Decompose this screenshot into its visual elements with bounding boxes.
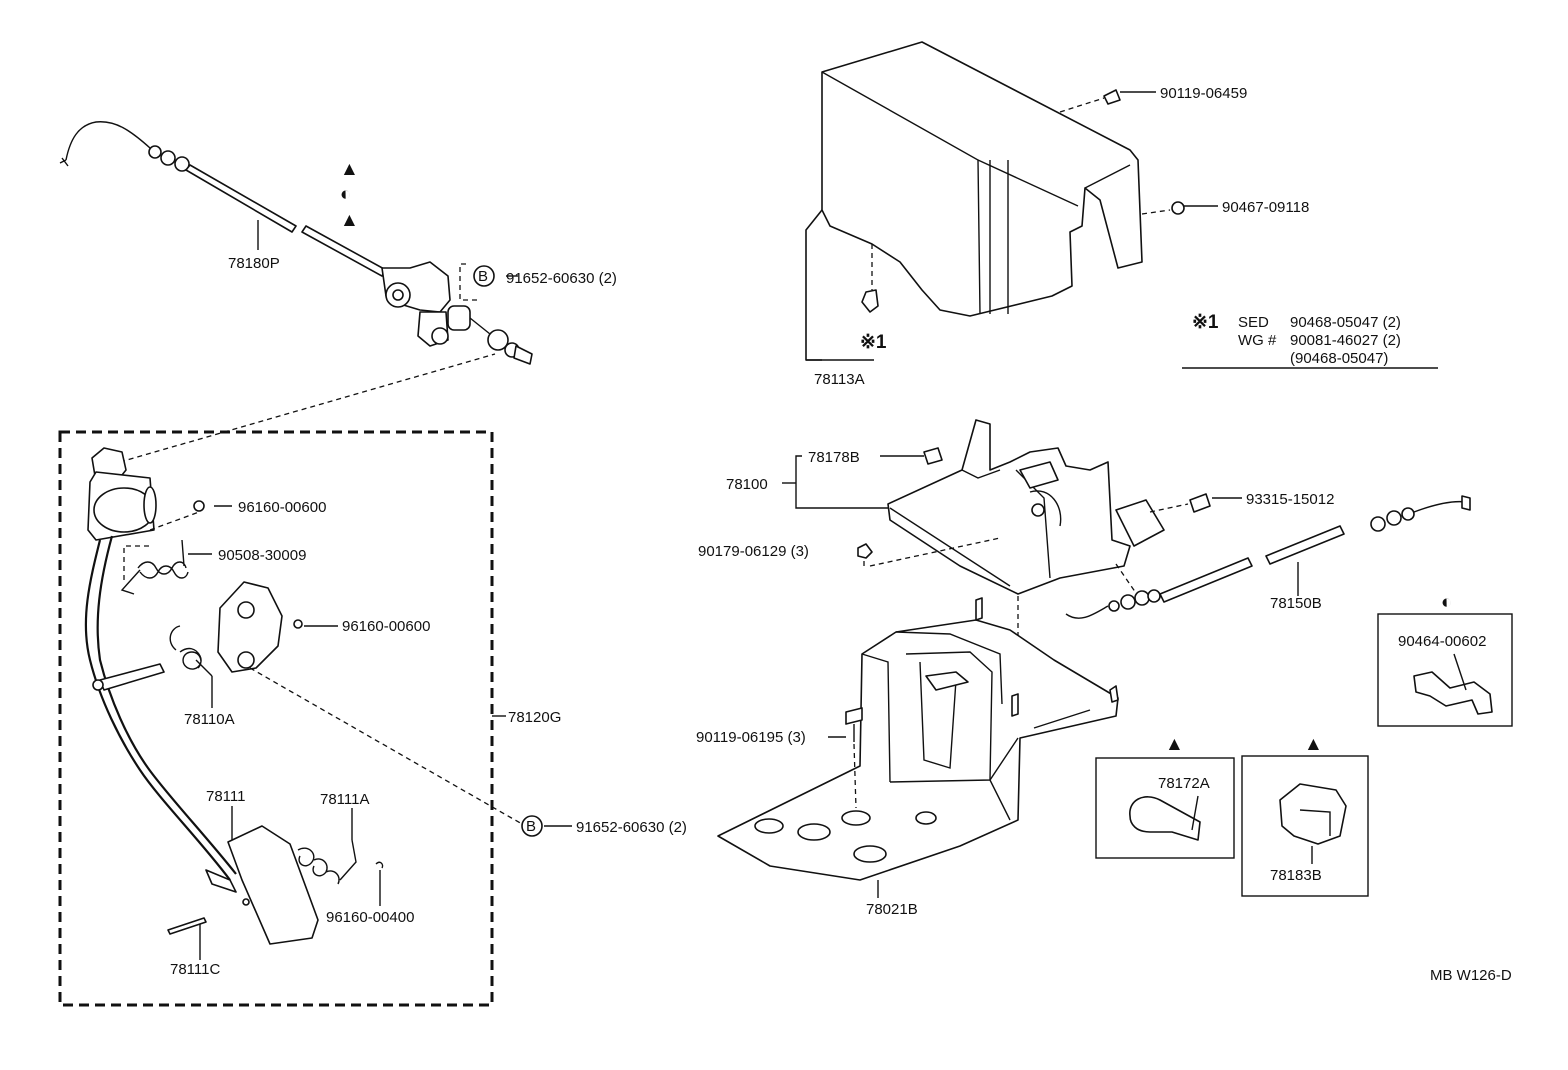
- bolt-callout-bottom: B: [521, 815, 543, 837]
- label-90119-06459: 90119-06459: [1160, 85, 1247, 102]
- label-78180P: 78180P: [228, 255, 280, 272]
- label-90119-06195: 90119-06195 (3): [696, 729, 806, 746]
- note-line2-model: WG #: [1238, 332, 1277, 349]
- bolt-93315: [1149, 493, 1242, 513]
- label-78113A: 78113A: [814, 371, 865, 388]
- marker-note: ※1: [860, 332, 887, 353]
- triangle-icon: ▲: [1165, 734, 1184, 755]
- label-78120G: 78120G: [508, 709, 561, 726]
- box-90464: [1377, 613, 1513, 727]
- box-78183B: [1241, 755, 1369, 897]
- pedal-assembly: [84, 353, 523, 960]
- nut-90179: [857, 543, 873, 566]
- label-90467: 90467-09118: [1222, 199, 1309, 216]
- accelerator-cable-assembly: [59, 121, 533, 365]
- triangle-icon: ▲: [340, 159, 359, 180]
- label-78111: 78111: [206, 788, 246, 805]
- label-96160-c: 96160-00400: [326, 909, 414, 926]
- label-78178B: 78178B: [808, 449, 860, 466]
- label-90464: 90464-00602: [1398, 633, 1486, 650]
- label-78150B: 78150B: [1270, 595, 1322, 612]
- svg-text:B: B: [526, 818, 536, 835]
- base-78021B: [717, 597, 1119, 898]
- label-91652-top: 91652-60630 (2): [506, 270, 617, 287]
- label-78100: 78100: [726, 476, 768, 493]
- label-91652-bot: 91652-60630 (2): [576, 819, 687, 836]
- cover-78113A: [805, 41, 1218, 361]
- label-78111A: 78111A: [320, 791, 370, 808]
- bolt-callout-top: B: [473, 265, 495, 287]
- label-90179: 90179-06129 (3): [698, 543, 809, 560]
- note-block: ※1 SED 90468-05047 (2) WG # 90081-46027 …: [1192, 312, 1401, 367]
- note-line1-part: 90468-05047 (2): [1290, 314, 1401, 331]
- note-line3-part: (90468-05047): [1290, 350, 1388, 367]
- label-78021B: 78021B: [866, 901, 918, 918]
- label-78183B: 78183B: [1270, 867, 1322, 884]
- svg-text:B: B: [478, 268, 488, 285]
- triangle-icon: ▲: [340, 210, 359, 231]
- label-78111C: 78111C: [170, 961, 220, 978]
- label-90508: 90508-30009: [218, 547, 306, 564]
- diagram-reference: MB W126-D: [1430, 967, 1512, 984]
- note-line2-part: 90081-46027 (2): [1290, 332, 1401, 349]
- note-line1-model: SED: [1238, 314, 1269, 331]
- label-78172A: 78172A: [1158, 775, 1210, 792]
- label-96160-b: 96160-00600: [342, 618, 430, 635]
- cable-78150B: [1065, 495, 1471, 619]
- triangle-icon: ▲: [1304, 734, 1323, 755]
- half-circle-icon: ◐: [1441, 592, 1452, 613]
- note-mark: ※1: [1192, 312, 1219, 333]
- label-78110A: 78110A: [184, 711, 235, 728]
- label-93315: 93315-15012: [1246, 491, 1334, 508]
- half-circle-icon: ◐: [340, 184, 351, 205]
- box-78172A: [1095, 757, 1235, 859]
- label-96160-a: 96160-00600: [238, 499, 326, 516]
- pedal-assembly-box: [58, 430, 506, 1007]
